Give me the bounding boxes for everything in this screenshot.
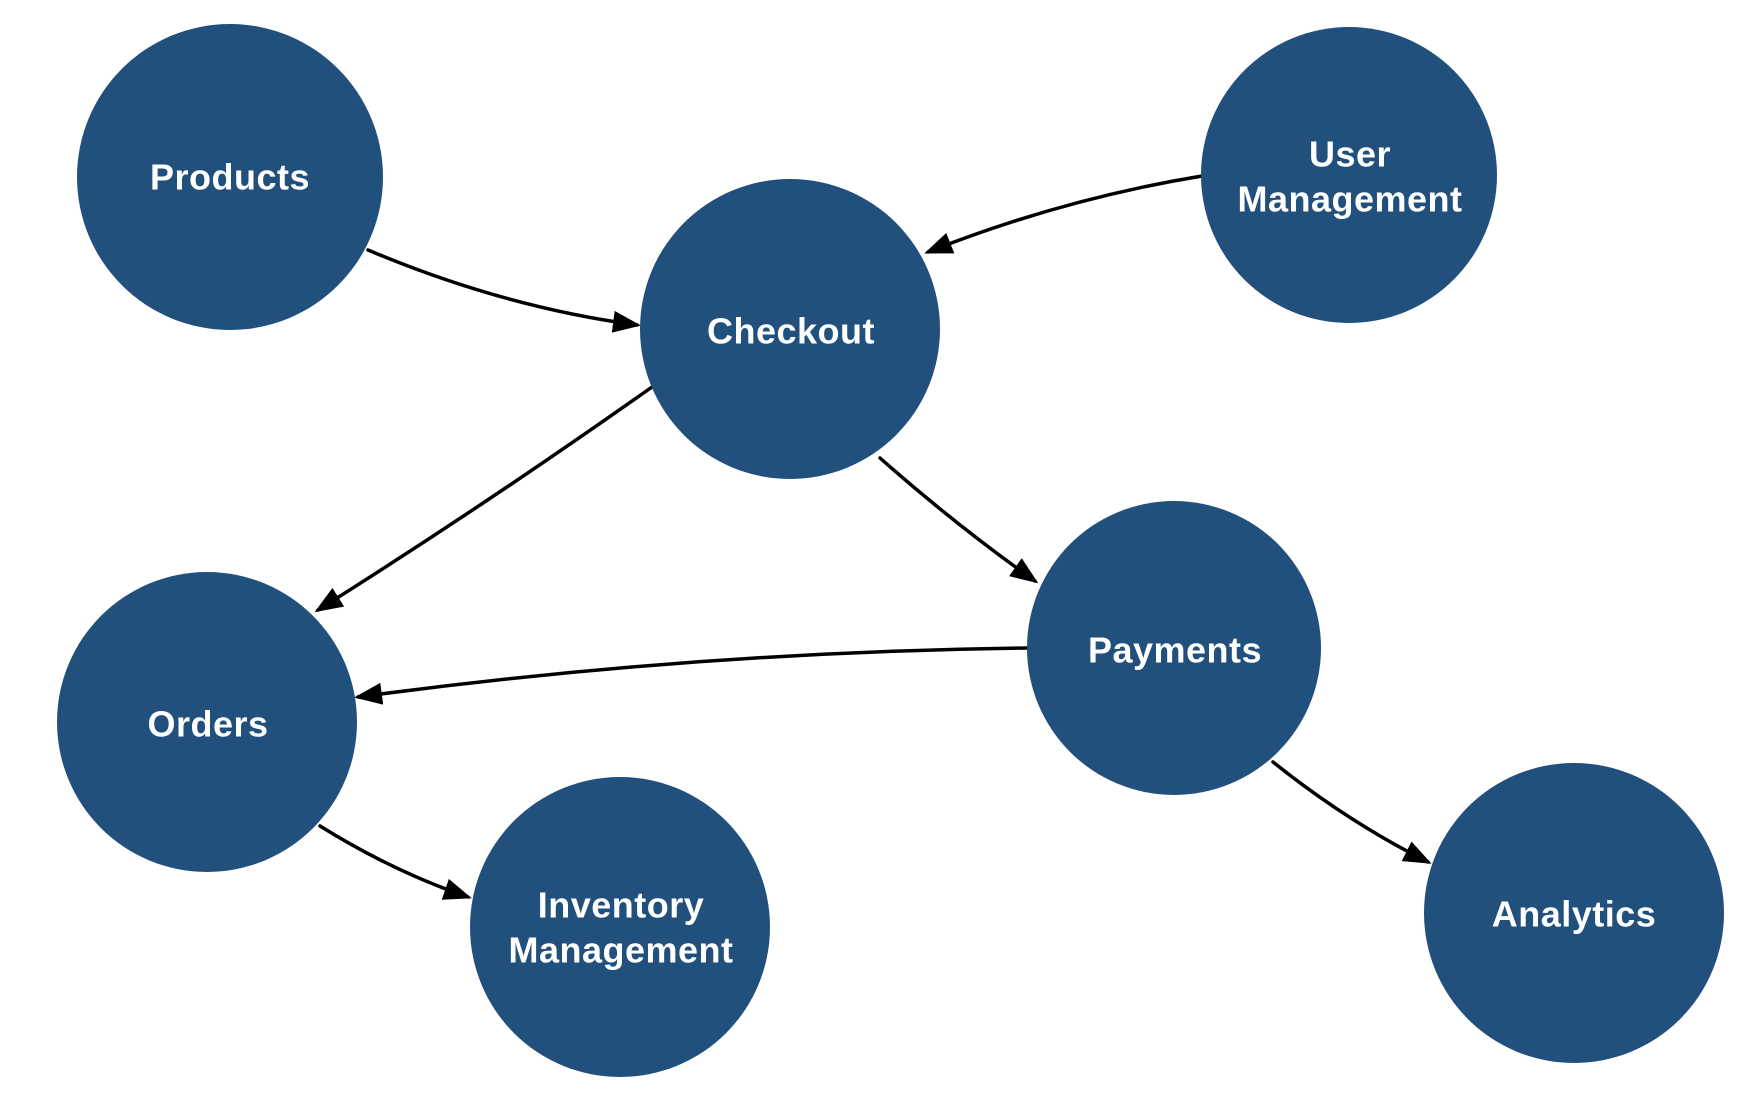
node-inventory-management-label-line1: Inventory [538, 885, 705, 926]
edge-checkout-to-payments [878, 456, 1039, 584]
node-payments: Payments [1027, 501, 1321, 795]
node-inventory-management-label-line2: Management [508, 930, 733, 971]
node-analytics: Analytics [1424, 763, 1724, 1063]
nodes-layer: Products Checkout User Management Orders… [57, 24, 1724, 1077]
node-user-management-circle [1201, 27, 1497, 323]
node-checkout-label: Checkout [707, 311, 875, 352]
node-orders: Orders [57, 572, 357, 872]
node-inventory-management: Inventory Management [470, 777, 770, 1077]
edges-layer [314, 174, 1432, 900]
node-products-label: Products [150, 157, 310, 198]
edge-user-management-to-checkout [924, 174, 1204, 254]
node-inventory-management-circle [470, 777, 770, 1077]
node-analytics-label: Analytics [1492, 894, 1657, 935]
node-products: Products [77, 24, 383, 330]
node-checkout: Checkout [640, 179, 940, 479]
node-user-management-label-line1: User [1309, 134, 1391, 175]
node-payments-label: Payments [1088, 630, 1262, 671]
edge-products-to-checkout [366, 248, 641, 333]
edge-checkout-to-orders [314, 385, 654, 613]
node-checkout-circle [640, 179, 940, 479]
node-analytics-circle [1424, 763, 1724, 1063]
edge-payments-to-analytics [1271, 760, 1432, 864]
node-payments-circle [1027, 501, 1321, 795]
node-user-management: User Management [1201, 27, 1497, 323]
node-user-management-label-line2: Management [1237, 179, 1462, 220]
node-orders-circle [57, 572, 357, 872]
node-products-circle [77, 24, 383, 330]
node-orders-label: Orders [147, 704, 268, 745]
edge-orders-to-inventory-management [318, 824, 472, 900]
edge-payments-to-orders [354, 646, 1029, 705]
